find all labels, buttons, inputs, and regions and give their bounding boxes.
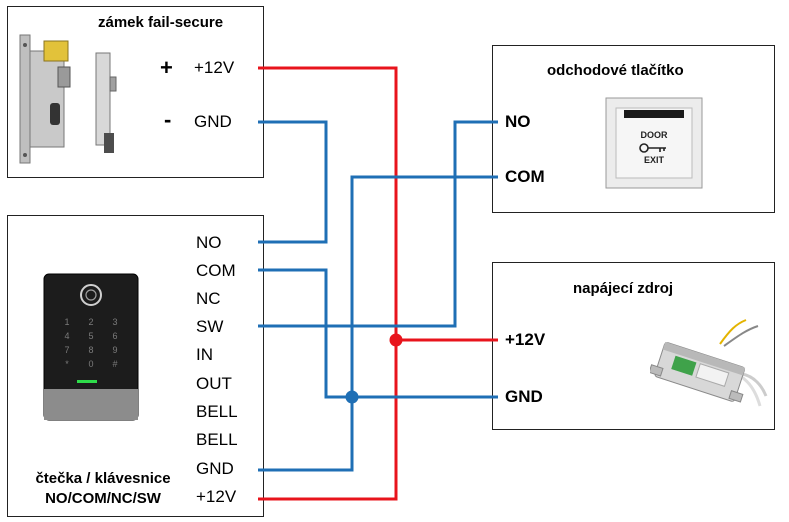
wire-sw-to-exit-no	[258, 120, 498, 328]
keypad-key: 4	[64, 331, 69, 341]
keypad-key: 8	[88, 345, 93, 355]
keypad-key: 5	[88, 331, 93, 341]
wire-com-to-gnd	[258, 268, 498, 399]
reader-terminal-gnd: GND	[196, 459, 234, 478]
exit-button-title: odchodové tlačítko	[547, 62, 684, 79]
keypad-key: 6	[112, 331, 117, 341]
wire-lock-plus	[258, 66, 398, 501]
psu-terminal-plus12v: +12V	[505, 330, 546, 349]
lock-title: zámek fail-secure	[98, 14, 224, 31]
junction-red	[389, 333, 403, 347]
key-icon	[639, 143, 666, 153]
reader-caption-line2: NO/COM/NC/SW	[45, 490, 161, 508]
exit-plate-exit-text: EXIT	[644, 155, 665, 165]
lock-terminal-gnd: GND	[194, 112, 232, 131]
power-supply-image	[650, 319, 768, 407]
fingerprint-icon	[80, 284, 102, 306]
wire-gnd-to-exit-com	[258, 175, 498, 472]
reader-terminal-nc: NC	[196, 289, 221, 308]
reader-terminal-bell-1: BELL	[196, 402, 238, 421]
reader-terminal-com: COM	[196, 261, 236, 280]
keypad-key: 2	[88, 317, 93, 327]
keypad-key: 9	[112, 345, 117, 355]
wire-lock-gnd-to-no	[258, 120, 328, 244]
lock-plus-sign: +	[160, 55, 173, 80]
keypad-key: 0	[88, 359, 93, 369]
reader-caption-line1: čtečka / klávesnice	[35, 470, 171, 487]
keypad-key: 3	[112, 317, 117, 327]
power-supply-title: napájecí zdroj	[573, 280, 674, 297]
power-supply-box	[492, 262, 775, 430]
lock-terminal-plus12v: +12V	[194, 58, 235, 77]
exit-terminal-no: NO	[505, 112, 531, 131]
reader-terminal-bell-2: BELL	[196, 430, 238, 449]
junction-blue	[345, 390, 359, 404]
exit-terminal-com: COM	[505, 167, 545, 186]
exit-plate-door-text: DOOR	[641, 130, 669, 140]
keypad-reader-image: 1 2 3 4 5 6 7 8 9 * 0 #	[43, 273, 139, 421]
reader-caption: čtečka / klávesnice NO/COM/NC/SW	[13, 469, 193, 510]
keypad-key: *	[65, 359, 69, 369]
keypad-key: 7	[64, 345, 69, 355]
keypad-key: #	[112, 359, 117, 369]
reader-terminal-out: OUT	[196, 374, 232, 393]
reader-terminal-in: IN	[196, 345, 213, 364]
lock-minus-sign: -	[164, 107, 172, 132]
psu-terminal-gnd: GND	[505, 387, 543, 406]
reader-terminal-no: NO	[196, 233, 222, 252]
exit-button-image: DOOR EXIT	[605, 97, 703, 189]
reader-terminal-plus12v: +12V	[196, 487, 237, 506]
keypad-key: 1	[64, 317, 69, 327]
reader-terminal-sw: SW	[196, 317, 224, 336]
lock-image	[19, 34, 117, 164]
